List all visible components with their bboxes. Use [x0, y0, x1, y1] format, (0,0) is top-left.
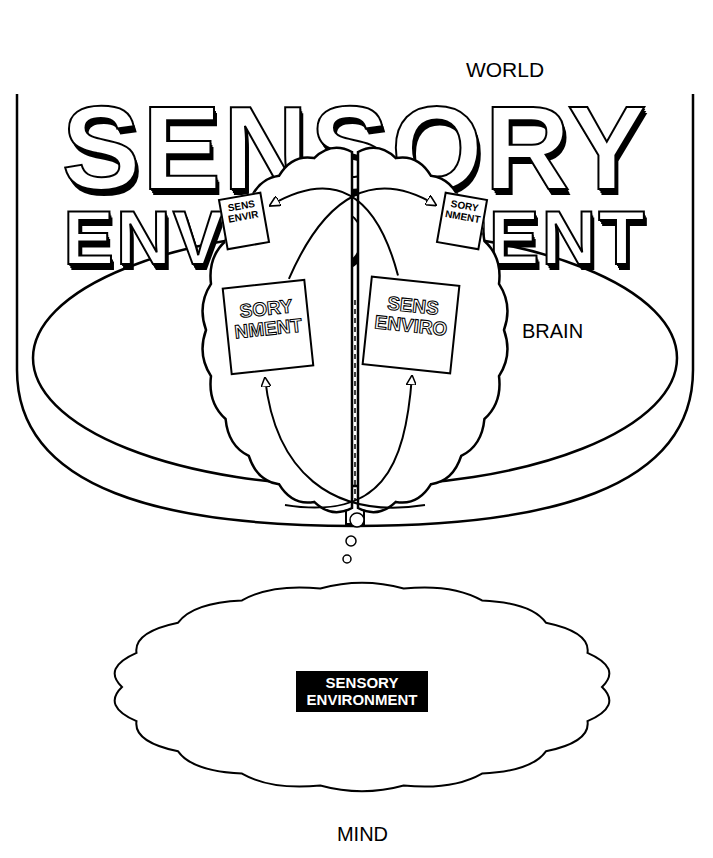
panel-text: SENS ENVIRO	[369, 292, 455, 340]
mind-label: MIND	[110, 823, 615, 846]
label-panel: SENS ENVIR	[218, 192, 270, 251]
brain-hemisphere	[203, 148, 352, 512]
brain-label: BRAIN	[522, 320, 602, 343]
thought-bubble	[346, 536, 356, 546]
world-label: WORLD	[450, 58, 560, 82]
thought-cloud: SENSORY ENVIRONMENTMIND	[110, 575, 615, 800]
midline	[354, 300, 356, 500]
environment-lettering: SENSORY ENVIRONMENT	[20, 94, 690, 272]
panel-text: SENS ENVIR	[223, 198, 262, 225]
world-bowl: WORLDSENSORY ENVIRONMENTBRAINSENS ENVIRS…	[15, 90, 695, 530]
panel-text: SORY NMENT	[227, 295, 307, 343]
cloud-outline	[115, 583, 610, 792]
label-panel: SENS ENVIRO	[362, 276, 461, 375]
brain-hemisphere	[358, 148, 507, 512]
brain-outline: BRAINSENS ENVIRSORY NMENTSORY NMENTSENS …	[200, 140, 510, 525]
thought-bubble	[343, 555, 351, 563]
label-panel: SORY NMENT	[436, 192, 488, 251]
bowl-wall	[17, 94, 693, 526]
panel-text: SORY NMENT	[444, 198, 483, 225]
cloud-text: SENSORY ENVIRONMENT	[296, 671, 428, 712]
label-panel: SORY NMENT	[222, 279, 315, 375]
